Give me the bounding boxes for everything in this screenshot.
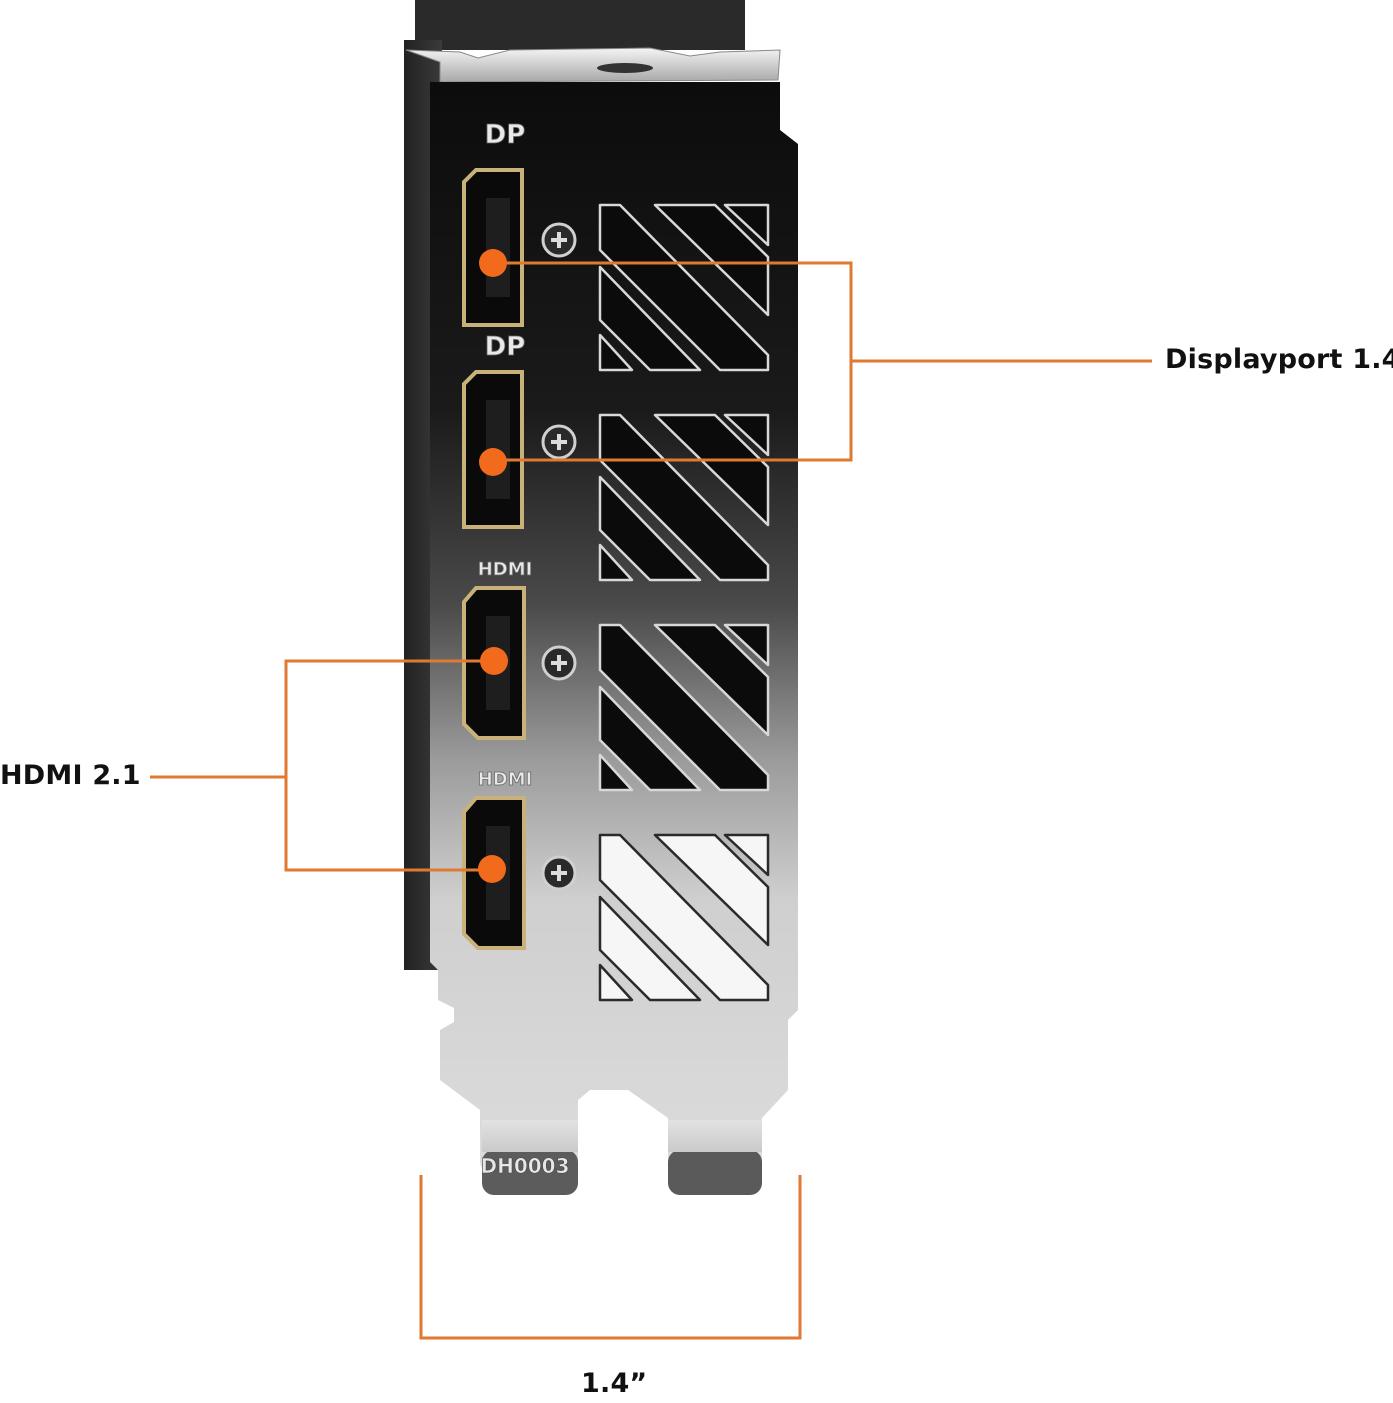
vent-grille [598, 203, 770, 1002]
width-dimension-label: 1.4” [581, 1368, 648, 1399]
hdmi-callout-bracket [284, 659, 493, 872]
bracket-foot-left-top [482, 1120, 578, 1152]
screw-icon [541, 222, 577, 258]
vent-slot [598, 753, 634, 792]
bracket-foot-right [668, 1150, 762, 1195]
vent-group-4 [598, 833, 770, 1002]
vent-slot [653, 623, 770, 737]
vent-slot [653, 413, 770, 527]
callout-lines [150, 261, 1152, 1340]
vent-slot [723, 203, 770, 247]
vent-slot [653, 203, 770, 317]
displayport-callout-label: Displayport 1.4 [1165, 344, 1393, 375]
vent-slot [598, 265, 702, 372]
port-contacts [486, 198, 510, 297]
hdmi2-callout-dot [478, 855, 506, 883]
hdmi1-callout-dot [480, 647, 508, 675]
card-body [415, 0, 745, 50]
screw-icon [541, 855, 577, 891]
port-silkscreen-label: DP [485, 332, 526, 362]
bracket-stamp: DH0003 [480, 1154, 569, 1178]
vent-group-2 [598, 413, 770, 582]
vent-slot [598, 963, 634, 1002]
width-dimension-line [419, 1175, 802, 1340]
dp2-callout-dot [479, 448, 507, 476]
vent-slot [598, 203, 770, 372]
screw-icon [541, 424, 577, 460]
bracket-top-lip [405, 47, 781, 83]
hdmi-callout-label: HDMI 2.1 [0, 760, 141, 791]
vent-slot [598, 685, 702, 792]
vent-slot [653, 833, 770, 947]
port-silkscreen-label: HDMI [478, 559, 533, 580]
port-silkscreen-label: HDMI [478, 769, 533, 790]
vent-group-1 [598, 203, 770, 372]
vent-slot [723, 413, 770, 457]
bracket-foot-left [482, 1150, 578, 1195]
callout-dots [478, 249, 508, 883]
bracket-foot-right-top [668, 1120, 762, 1152]
vent-slot [723, 833, 770, 877]
displayport-port-1: DP [462, 120, 577, 327]
vent-slot [598, 475, 702, 582]
bracket-screw-hole [597, 63, 653, 73]
vent-slot [598, 543, 634, 582]
vent-slot [723, 623, 770, 667]
vent-group-3 [598, 623, 770, 792]
vent-slot [598, 895, 702, 1002]
port-silkscreen-label: DP [485, 120, 526, 150]
vent-slot [598, 333, 634, 372]
dp1-callout-dot [479, 249, 507, 277]
vent-slot [598, 623, 770, 792]
screw-icon [541, 645, 577, 681]
vent-slot [598, 833, 770, 1002]
